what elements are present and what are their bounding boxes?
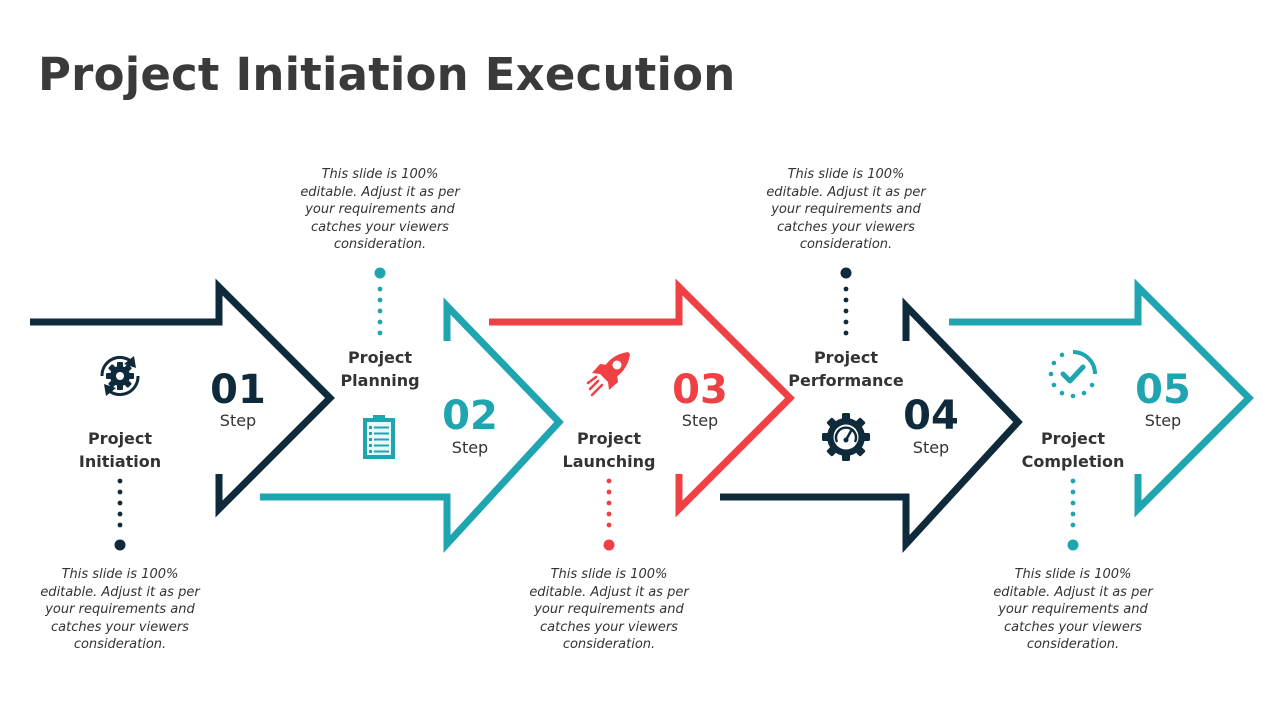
step-04-number: 04 xyxy=(903,393,959,439)
arrow-step-05 xyxy=(949,278,1254,518)
step-01-step-label: Step xyxy=(219,411,257,430)
clipboard-checklist-icon xyxy=(363,415,395,459)
step-03-number: 03 xyxy=(672,367,728,413)
step-01-number: 01 xyxy=(210,367,266,413)
step-05-step-label: Step xyxy=(1144,411,1182,430)
step-03-description: This slide is 100% editable. Adjust it a… xyxy=(529,567,689,652)
step-03-step-label: Step xyxy=(681,411,719,430)
step-04-step-label: Step xyxy=(912,438,950,457)
step-05-number: 05 xyxy=(1135,367,1191,413)
step-02-description: This slide is 100% editable. Adjust it a… xyxy=(300,167,460,252)
gear-gauge-icon xyxy=(822,413,870,461)
connector-step-01 xyxy=(114,478,126,551)
slide-title: Project Initiation Execution xyxy=(38,48,736,101)
gear-cycle-icon xyxy=(100,355,140,397)
connector-step-03 xyxy=(603,478,615,551)
step-02-number: 02 xyxy=(442,393,498,439)
step-02-name: Project Planning xyxy=(340,348,420,390)
rocket-icon xyxy=(586,352,630,397)
arrow-step-03 xyxy=(489,278,795,518)
step-01-description: This slide is 100% editable. Adjust it a… xyxy=(40,567,200,652)
step-01-name: Project Initiation xyxy=(78,429,162,471)
step-02-step-label: Step xyxy=(451,438,489,457)
connector-step-04 xyxy=(840,267,852,336)
arrow-step-02 xyxy=(260,297,564,553)
arrow-step-01 xyxy=(30,278,335,518)
check-circle-icon xyxy=(1048,350,1097,399)
step-04-description: This slide is 100% editable. Adjust it a… xyxy=(766,167,926,252)
arrow-step-04 xyxy=(720,297,1023,553)
connector-step-02 xyxy=(374,267,386,336)
step-04-name: Project Performance xyxy=(788,348,904,390)
step-05-description: This slide is 100% editable. Adjust it a… xyxy=(993,567,1153,652)
connector-step-05 xyxy=(1067,478,1079,551)
step-05-name: Project Completion xyxy=(1021,429,1125,471)
step-03-name: Project Launching xyxy=(562,429,656,471)
